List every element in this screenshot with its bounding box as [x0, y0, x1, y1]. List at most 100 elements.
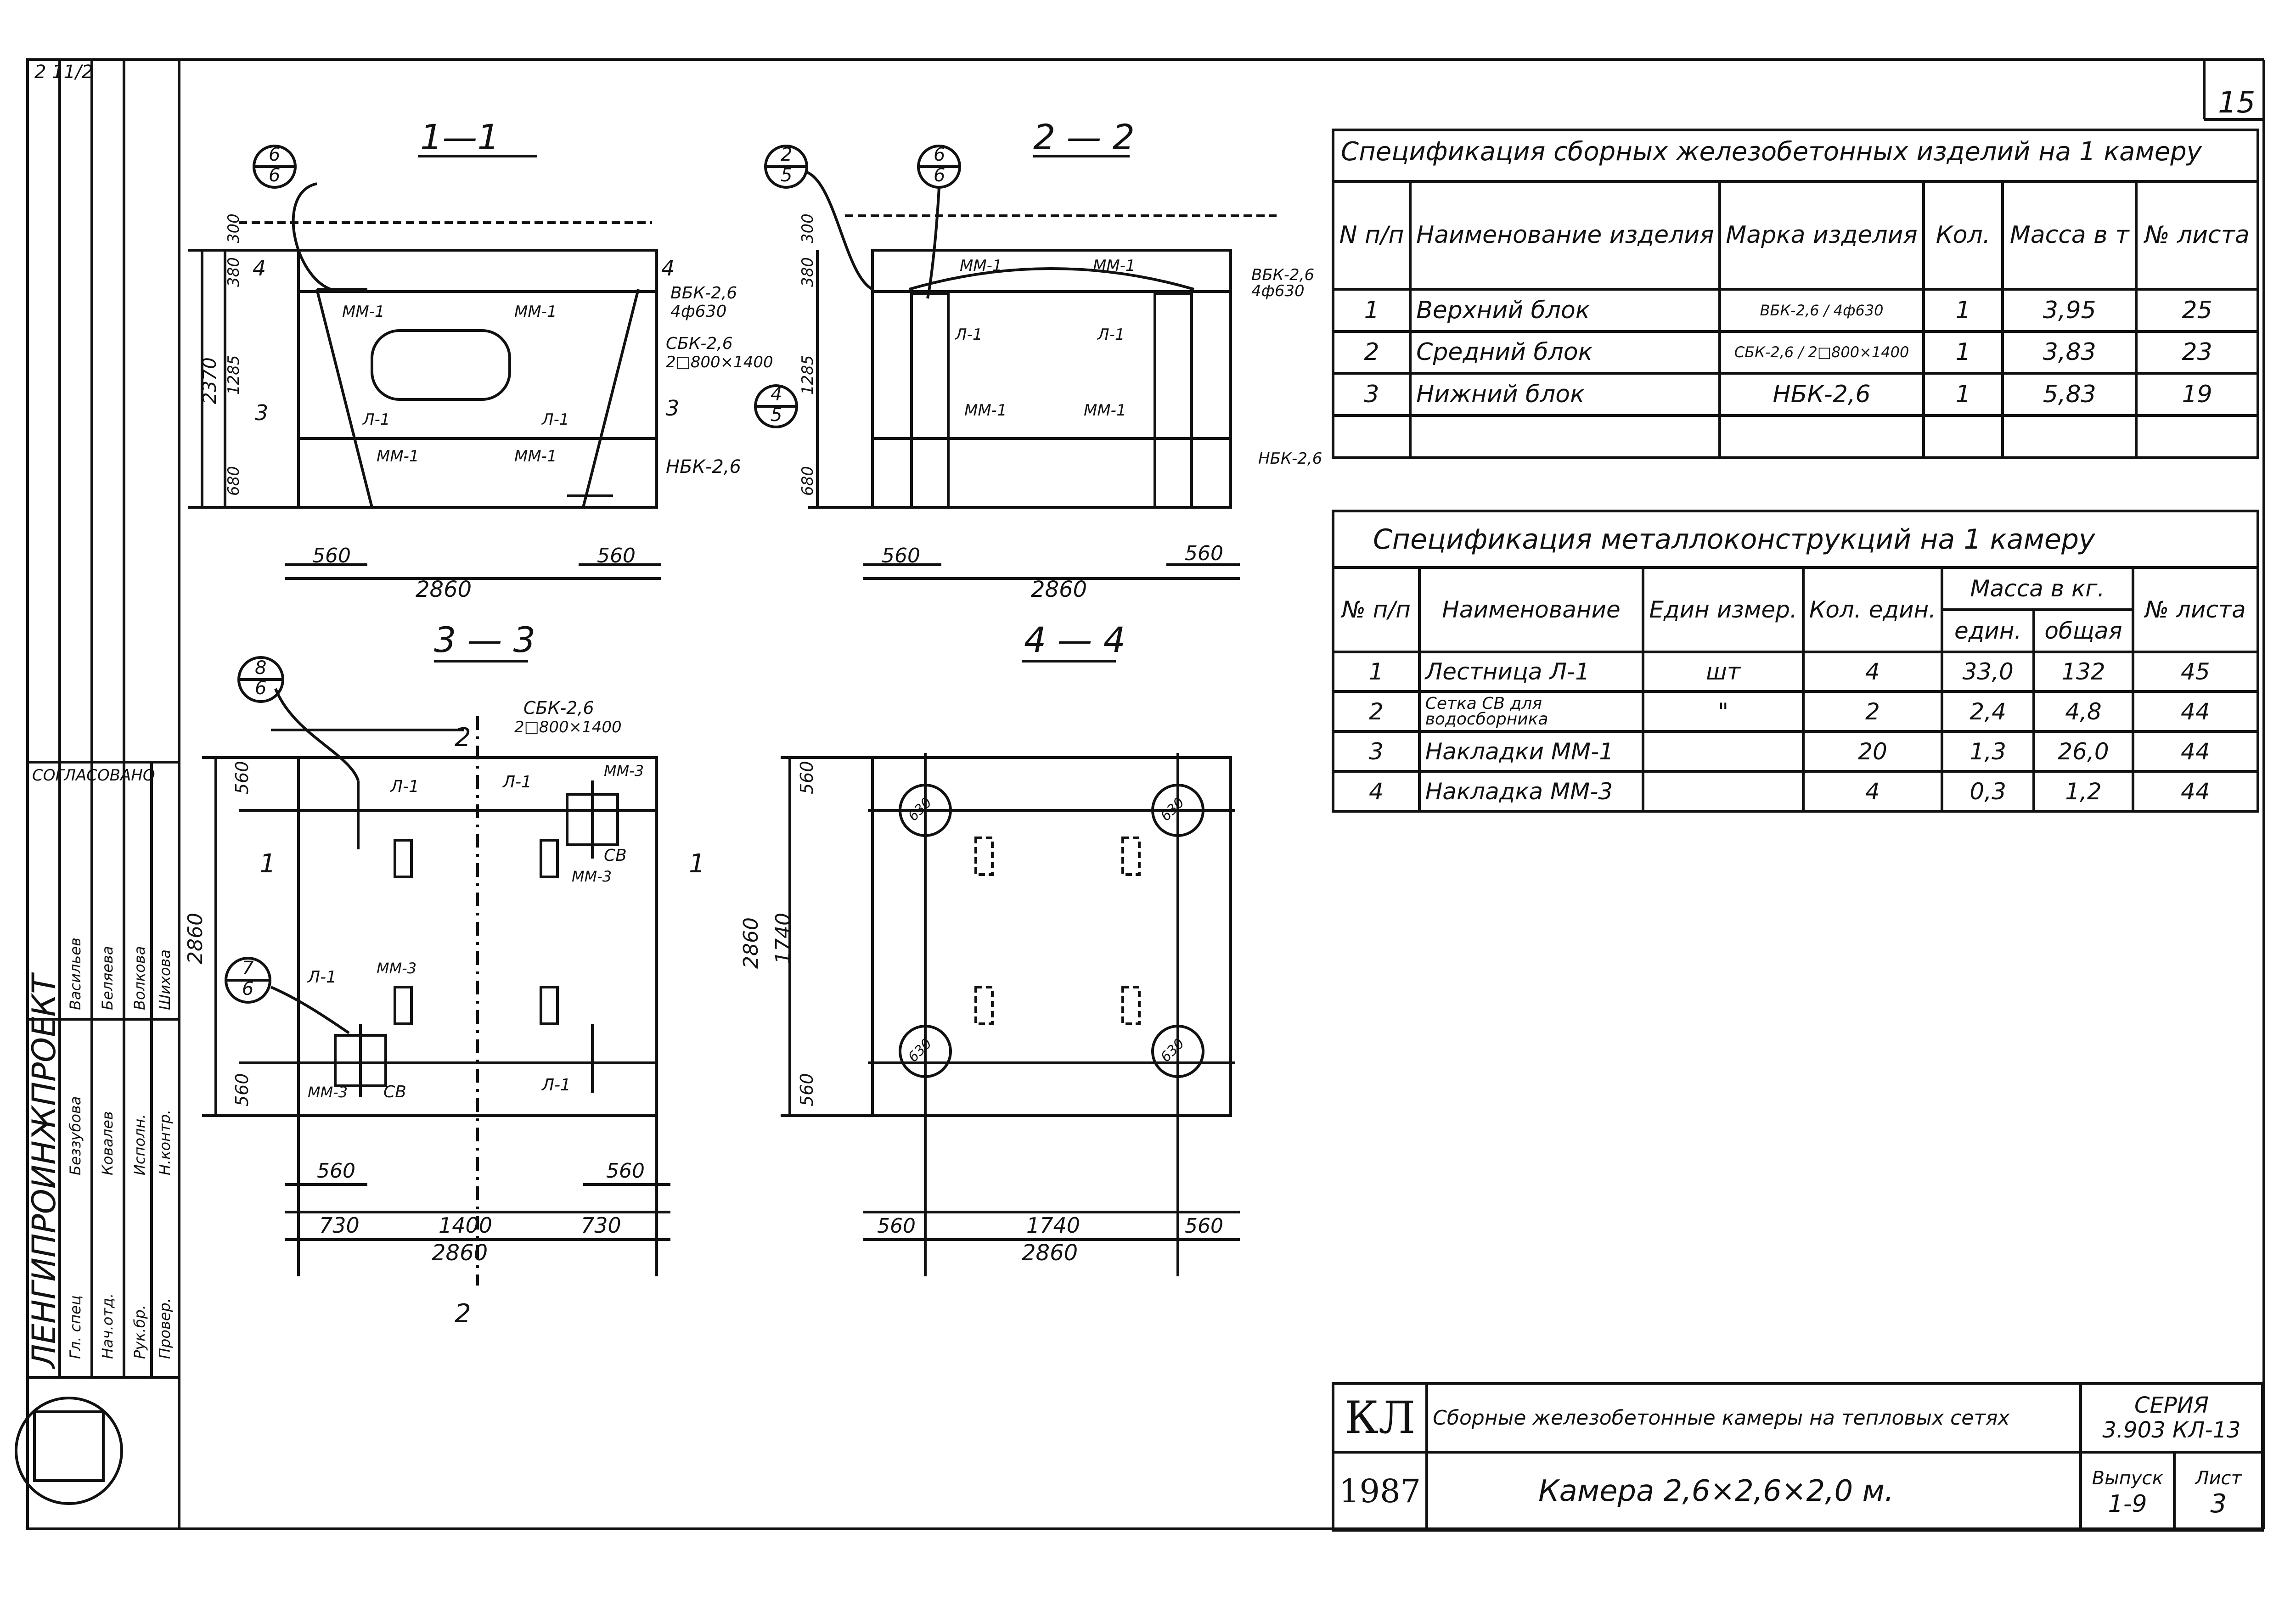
section-4-4-width: 2860: [1022, 1240, 1078, 1266]
callout-2-num: 2: [781, 144, 792, 165]
stamp-name: Ковалев: [99, 1111, 116, 1175]
title-code: КЛ: [1331, 1382, 1429, 1454]
spec2-cell: 44: [2131, 730, 2260, 773]
dim-300: 300: [799, 213, 817, 243]
stamp-seal: [15, 1397, 123, 1505]
section-2-2-width: 2860: [1031, 577, 1087, 602]
dim-560: 560: [797, 761, 817, 794]
callout-4-num: 4: [771, 384, 782, 405]
dim-1400: 1400: [439, 1213, 492, 1238]
dim-1740: 1740: [771, 913, 795, 964]
callout-8-den: 6: [255, 678, 266, 699]
stamp-agreed: СОГЛАСОВАНО: [32, 766, 155, 785]
section-3-3-title: 3 — 3: [434, 619, 535, 660]
spec2-table: № п/п Наименование Един измер. Кол. един…: [1332, 510, 2260, 813]
dim-560: 560: [232, 1073, 252, 1106]
spec1-cell: Средний блок: [1409, 330, 1722, 375]
hole-label: 630: [905, 1035, 935, 1065]
cut-4: 4: [253, 256, 266, 281]
spec2-cell: [1642, 730, 1805, 773]
spec2-cell: 1,2: [2032, 770, 2134, 813]
stamp-name: Васильев: [67, 938, 84, 1010]
spec1-cell: 3,95: [2001, 287, 2138, 333]
spec2-cell: 44: [2131, 770, 2260, 813]
hole-630: [899, 1025, 952, 1078]
spec2-cell: 26,0: [2032, 730, 2134, 773]
dim-560: 560: [606, 1159, 645, 1183]
callout-4-den: 5: [771, 404, 782, 426]
title-sheet-label: Лист: [2195, 1468, 2242, 1489]
stamp-role: Провер.: [156, 1298, 174, 1359]
callout-1-num: 6: [269, 144, 280, 165]
cut-4: 4: [661, 256, 675, 281]
dim-1740: 1740: [1026, 1213, 1080, 1238]
dim-560: 560: [232, 761, 252, 794]
spec1-header: N п/п: [1331, 180, 1412, 291]
spec2-cell: Накладки ММ-1: [1418, 730, 1645, 773]
label-mm1: ММ-1: [1084, 401, 1126, 420]
spec1-cell: [1922, 414, 2004, 459]
cut-mark-2: 2: [455, 723, 471, 752]
section-4-4-title: 4 — 4: [1024, 619, 1125, 660]
spec1-cell: НБК-2,6: [1718, 372, 1925, 417]
cut-mark-1: 1: [259, 849, 276, 879]
label-l1: Л-1: [502, 773, 532, 792]
spec2-cell: шт: [1642, 650, 1805, 693]
spec1-table: N п/п Наименование изделия Марка изделия…: [1331, 128, 2259, 459]
title-series-label: СЕРИЯ: [2134, 1392, 2209, 1418]
hole-630: [1151, 1025, 1204, 1078]
label-l1: Л-1: [1097, 326, 1125, 344]
label-nbk: НБК-2,6: [1258, 449, 1322, 468]
spec2-header: Масса в кг.: [1941, 566, 2134, 611]
stamp-role: Н.контр.: [156, 1110, 174, 1175]
title-issue: 1-9: [2108, 1490, 2147, 1518]
dim-2860: 2860: [184, 913, 207, 964]
spec2-header: № листа: [2131, 566, 2260, 653]
spec1-cell: 5,83: [2001, 372, 2138, 417]
callout-2-den: 5: [781, 165, 792, 186]
stamp-role: Нач.отд.: [99, 1293, 116, 1359]
label-l1: Л-1: [954, 326, 982, 344]
title-block: КЛ Сборные железобетонные камеры на тепл…: [1331, 1382, 2264, 1532]
callout-3-den: 6: [934, 165, 945, 186]
section-1-1: [188, 145, 661, 580]
hole-630: [899, 784, 952, 837]
label-l1: Л-1: [541, 410, 569, 429]
spec1-header: Марка изделия: [1718, 180, 1925, 291]
spec2-header: един.: [1941, 608, 2036, 653]
stamp-name: Беляева: [99, 946, 116, 1011]
top-left-code: 2 11/2: [34, 62, 93, 83]
stamp-role: Гл. спец: [67, 1295, 84, 1359]
dim-300: 300: [225, 213, 243, 243]
label-vbk-holes: 4ф630: [670, 302, 726, 321]
spec1-cell: [2001, 414, 2138, 459]
spec1-cell: 3: [1331, 372, 1412, 417]
spec2-cell: 4: [1801, 650, 1944, 693]
spec1-cell: 1: [1922, 372, 2004, 417]
title-drawing: Камера 2,6×2,6×2,0 м.: [1425, 1451, 2082, 1532]
hole-label: 630: [1158, 794, 1187, 824]
spec1-cell: 3,83: [2001, 330, 2138, 375]
spec2-cell: ": [1642, 690, 1805, 733]
section-1-1-width: 2860: [416, 577, 472, 602]
section-1-1-left: 560: [312, 544, 351, 567]
spec1-cell: Нижний блок: [1409, 372, 1722, 417]
label-vbk-holes: 4ф630: [1251, 282, 1305, 300]
spec2-cell: 0,3: [1941, 770, 2036, 813]
dim-730: 730: [581, 1213, 621, 1238]
spec1-cell: 19: [2135, 372, 2259, 417]
spec1-cell: 2: [1331, 330, 1412, 375]
spec2-cell: 44: [2131, 690, 2260, 733]
label-mm1: ММ-1: [960, 257, 1002, 275]
hole-label: 630: [1158, 1035, 1187, 1065]
section-2-2: [754, 145, 1277, 580]
spec1-cell: Верхний блок: [1409, 287, 1722, 333]
label-mm1: ММ-1: [514, 303, 557, 321]
stamp-name: Беззубова: [67, 1096, 84, 1175]
label-sbk-opening: 2□800×1400: [514, 718, 622, 736]
section-2-2-right: 560: [1185, 542, 1223, 565]
dim-2860: 2860: [739, 917, 763, 969]
cut-mark-2: 2: [455, 1299, 471, 1329]
dim-560: 560: [877, 1214, 916, 1238]
